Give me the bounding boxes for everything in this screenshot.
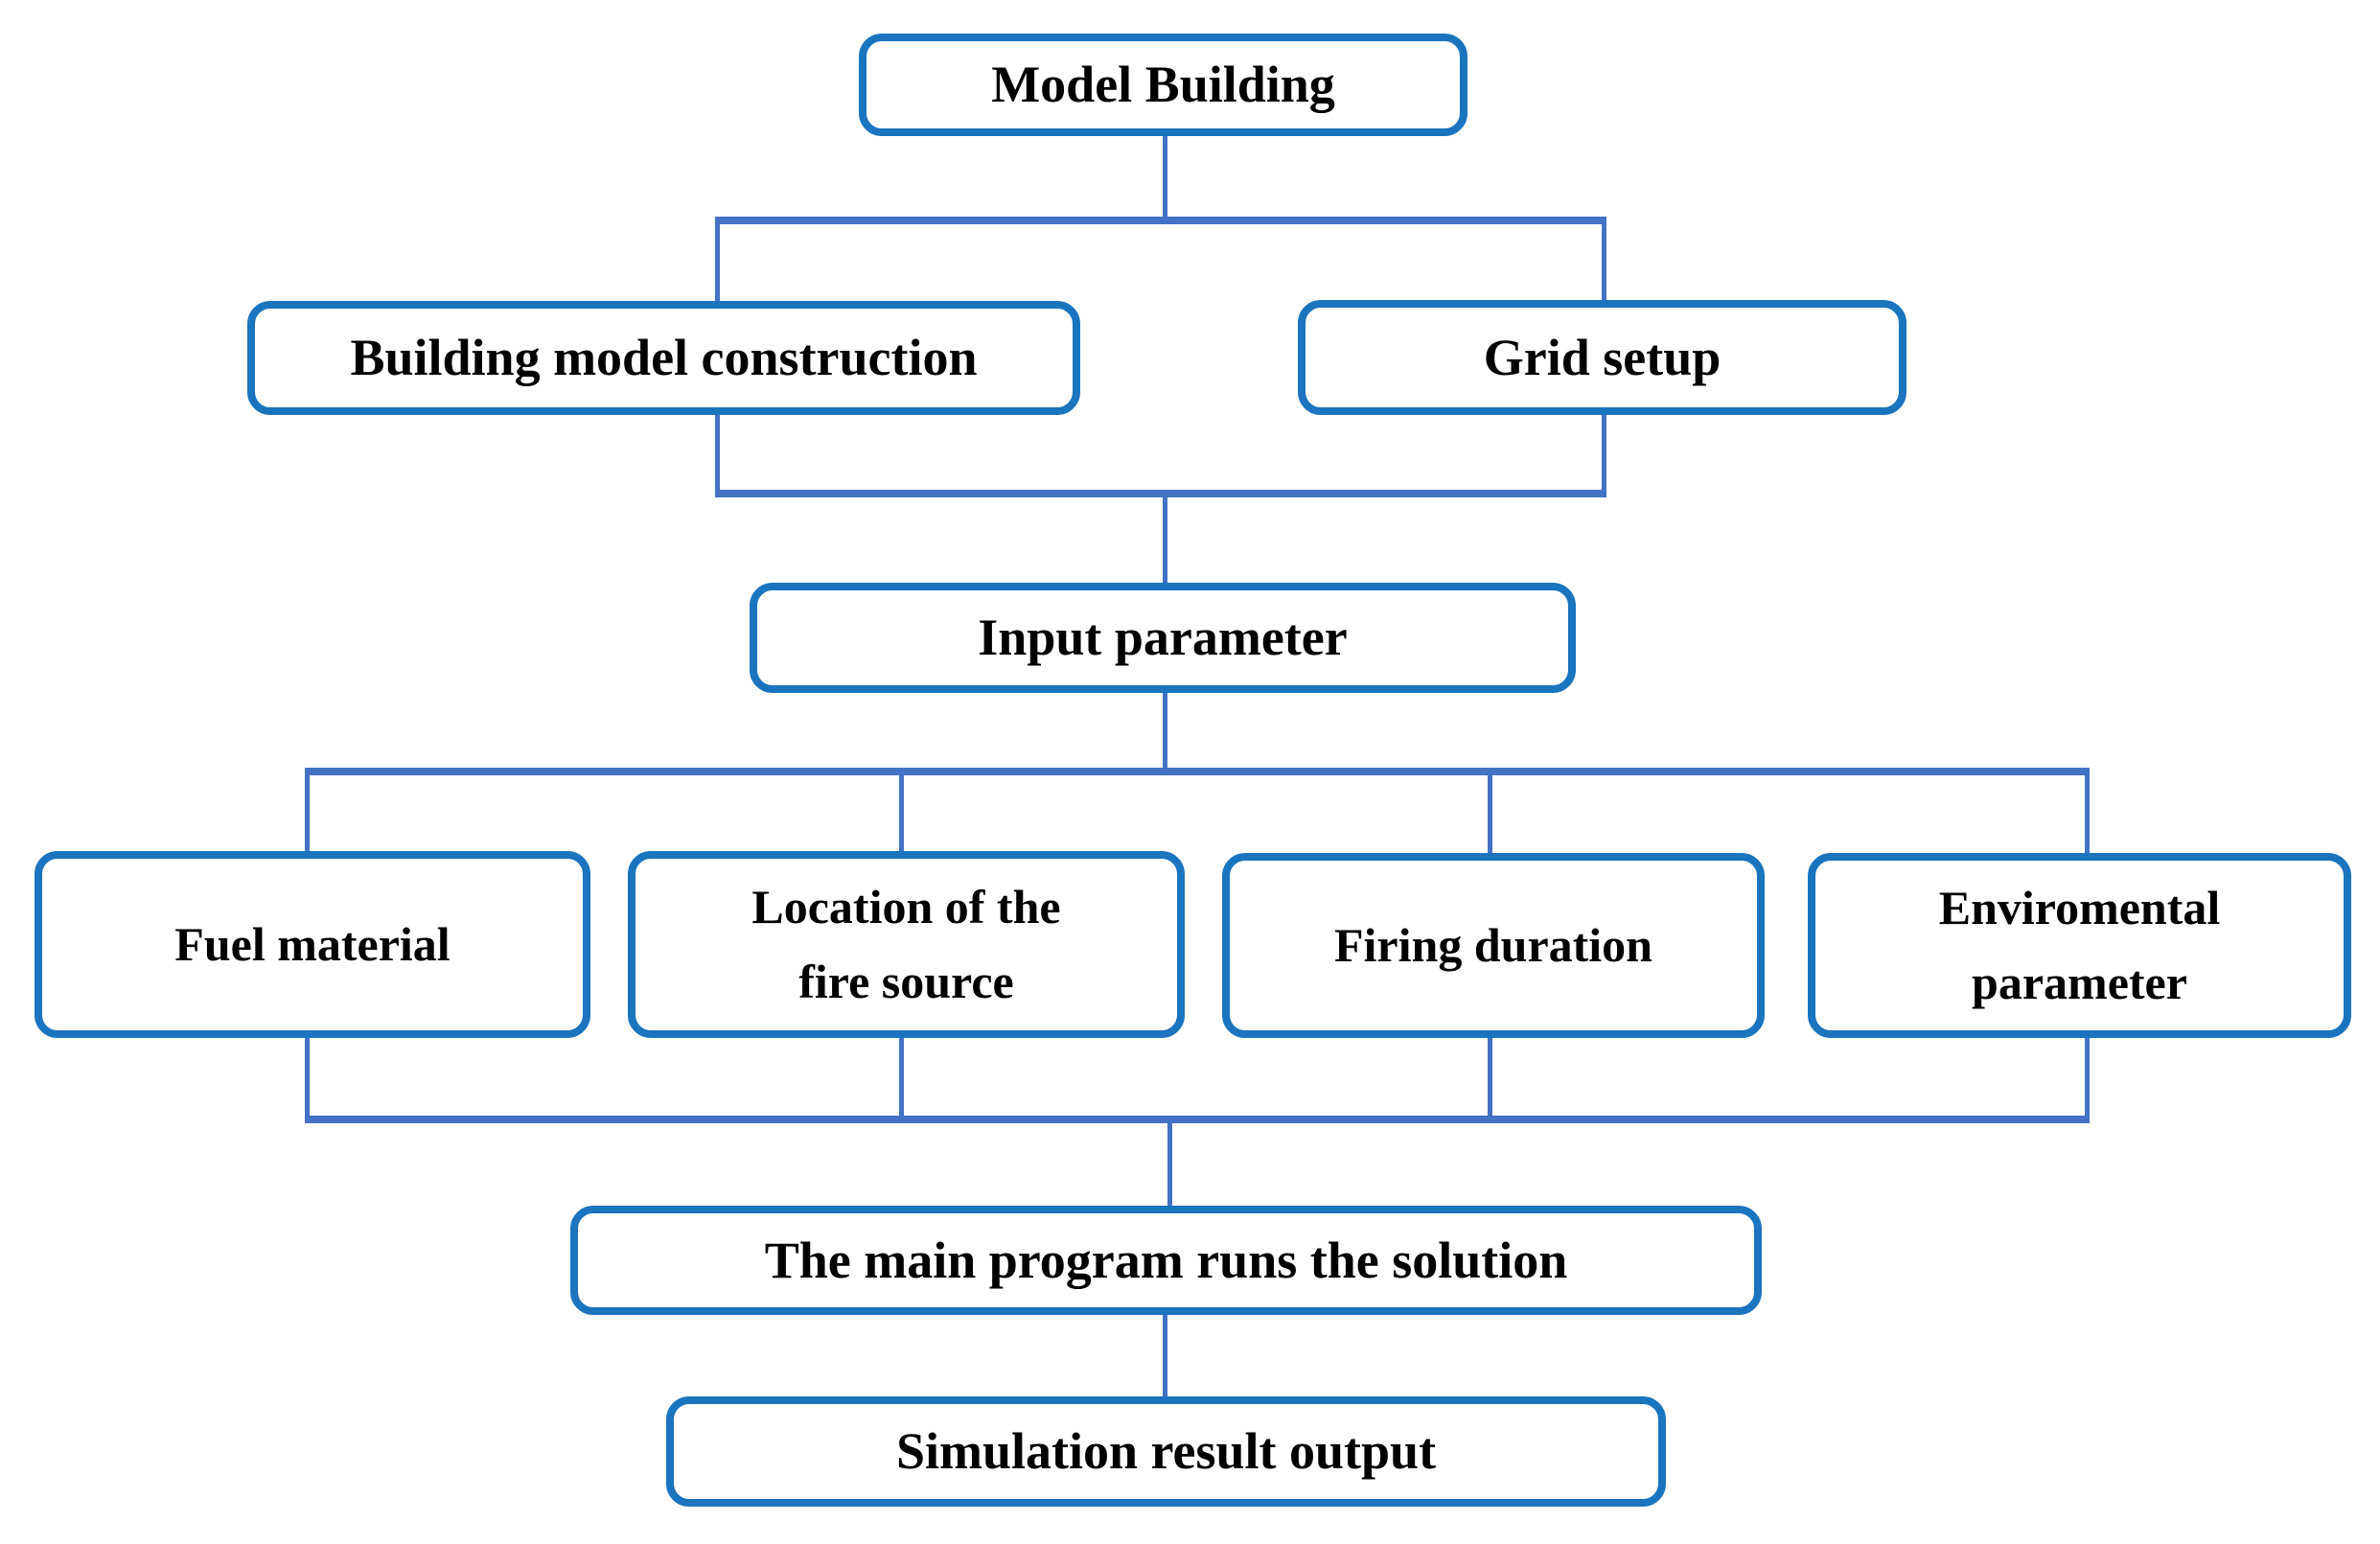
connector-firing-duration-down (1488, 1034, 1492, 1123)
connector-to-building-model-construction (715, 217, 720, 305)
connector-to-grid-setup (1602, 217, 1606, 304)
connector-split-rail-row4 (305, 768, 2090, 775)
node-location-fire-source: Location of the fire source (628, 851, 1185, 1038)
connector-split-rail-top (715, 217, 1606, 224)
connector-merge-rail-row4 (305, 1116, 2090, 1123)
node-input-parameter: Input parameter (750, 583, 1576, 693)
connector-location-fire-source-down (899, 1034, 904, 1123)
connector-model-building-down (1163, 136, 1167, 224)
connector-to-fuel-material (305, 768, 310, 855)
connector-to-enviromental-parameter (2085, 768, 2090, 857)
connector-building-model-construction-down (715, 411, 720, 497)
connector-to-main-program (1167, 1116, 1172, 1210)
connector-fuel-material-down (305, 1034, 310, 1123)
node-building-model-construction: Building model construction (247, 301, 1080, 415)
connector-main-program-down (1163, 1311, 1167, 1400)
node-firing-duration: Firing duration (1222, 853, 1765, 1038)
node-grid-setup: Grid setup (1298, 300, 1906, 415)
connector-to-location-fire-source (899, 768, 904, 855)
node-fuel-material: Fuel material (35, 851, 590, 1038)
connector-merge-rail-row2 (715, 490, 1606, 497)
node-main-program: The main program runs the solution (570, 1206, 1762, 1315)
node-simulation-result: Simulation result output (666, 1396, 1666, 1507)
connector-to-input-parameter (1163, 490, 1167, 587)
connector-grid-setup-down (1602, 411, 1606, 497)
connector-enviromental-parameter-down (2085, 1034, 2090, 1123)
connector-to-firing-duration (1488, 768, 1492, 857)
node-model-building: Model Building (859, 34, 1467, 136)
connector-input-parameter-down (1163, 689, 1167, 775)
node-enviromental-parameter: Enviromental parameter (1808, 853, 2351, 1038)
